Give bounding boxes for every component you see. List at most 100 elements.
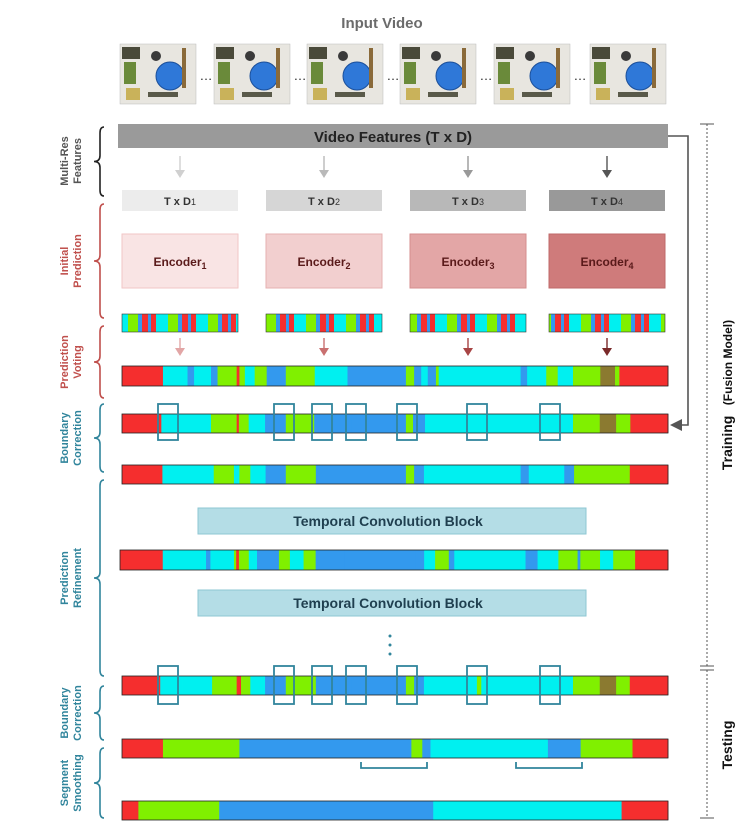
train-boundary-box — [345, 403, 367, 441]
return-arrow-icon — [668, 135, 689, 426]
left-labels: Multi-ResFeaturesInitialPredictionPredic… — [59, 136, 84, 811]
down-arrowhead-icon — [463, 170, 473, 178]
encoder-box — [409, 233, 527, 289]
initial-prediction-strip — [548, 313, 666, 333]
vote-arrowhead-icon — [175, 348, 185, 356]
brace-boundary-correction — [93, 403, 105, 473]
continuation-dots — [388, 634, 392, 656]
brace-prediction-refinement — [93, 479, 105, 677]
boundary-boxes — [157, 403, 561, 705]
brace-initial-prediction — [93, 203, 105, 319]
train-boundary-box — [157, 403, 179, 441]
ellipsis-icon: … — [200, 68, 213, 83]
down-arrowhead-icon — [602, 170, 612, 178]
train-test-bracket — [700, 123, 714, 819]
vote-arrowhead-icon — [463, 348, 473, 356]
train-boundary-box — [539, 403, 561, 441]
voted-prediction-strip — [121, 365, 669, 387]
refinement-input-strip — [121, 464, 669, 485]
ellipsis-icon: … — [574, 68, 587, 83]
left-label: Multi-ResFeatures — [59, 136, 84, 186]
svg-text:Training (Fusion Model): Training (Fusion Model) — [719, 320, 736, 470]
resolution-label: T x D1 — [164, 196, 196, 208]
refined-prediction-strip — [119, 549, 669, 571]
left-label: PredictionRefinement — [59, 548, 84, 608]
vote-arrowhead-icon — [602, 348, 612, 356]
multi-res-columns: T x D1 Encoder1 T x D2 Encoder2 T x D3 Encode… — [121, 156, 666, 356]
brace-segment-smoothing — [93, 747, 105, 819]
training-label: Training (Fusion Model) — [719, 320, 736, 470]
smoothing-bracket-1 — [360, 762, 428, 769]
video-frame-thumbnail — [306, 43, 384, 105]
test-boundary-box — [396, 665, 418, 705]
final-prediction-strip — [121, 800, 669, 821]
boundary-corrected-strip-1 — [121, 413, 669, 434]
left-label: BoundaryCorrection — [59, 410, 84, 466]
left-label: InitialPrediction — [59, 234, 84, 288]
resolution-label: T x D2 — [308, 196, 340, 208]
test-boundary-box — [311, 665, 333, 705]
temporal-conv-block-1: Temporal Convolution Block — [197, 507, 587, 535]
video-frame-thumbnail — [119, 43, 197, 105]
left-label: SegmentSmoothing — [59, 754, 84, 811]
ellipsis-icon: … — [294, 68, 307, 83]
train-boundary-box — [396, 403, 418, 441]
encoder-box — [121, 233, 239, 289]
video-features-bar: Video Features (T x D) — [118, 124, 668, 148]
brace-prediction-voting — [93, 325, 105, 399]
vote-arrowhead-icon — [319, 348, 329, 356]
resolution-label: T x D4 — [591, 196, 623, 208]
fusion-model-word: (Fusion Model) — [721, 320, 735, 405]
return-arrowhead-icon — [670, 419, 682, 431]
video-frame-thumbnail — [213, 43, 291, 105]
test-boundary-box — [157, 665, 179, 705]
resolution-bar — [122, 190, 238, 211]
video-frame-thumbnail — [399, 43, 477, 105]
video-frames-row: … … … … … — [119, 43, 667, 105]
temporal-conv-label-2: Temporal Convolution Block — [293, 595, 483, 611]
encoder-box — [548, 233, 666, 289]
resolution-bar — [410, 190, 526, 211]
resolution-bar — [549, 190, 665, 211]
prediction-strips — [119, 365, 669, 821]
testing-label: Testing — [719, 721, 735, 770]
test-boundary-box — [273, 665, 295, 705]
left-label: BoundaryCorrection — [59, 685, 84, 741]
left-braces — [93, 126, 105, 819]
input-video-title: Input Video — [341, 15, 422, 32]
train-boundary-box — [273, 403, 295, 441]
encoder-label: Encoder1 — [153, 255, 206, 271]
resolution-bar — [266, 190, 382, 211]
encoder-box — [265, 233, 383, 289]
test-boundary-box — [466, 665, 488, 705]
down-arrowhead-icon — [319, 170, 329, 178]
train-boundary-box — [466, 403, 488, 441]
video-frame-thumbnail — [589, 43, 667, 105]
smoothing-bracket-2 — [515, 762, 583, 769]
test-boundary-box — [345, 665, 367, 705]
temporal-conv-block-2: Temporal Convolution Block — [197, 589, 587, 617]
ellipsis-icon: … — [387, 68, 400, 83]
training-word: Training — [719, 416, 735, 470]
initial-prediction-strip — [409, 313, 527, 333]
encoder-label: Encoder2 — [297, 255, 350, 271]
encoder-label: Encoder4 — [580, 255, 633, 271]
video-features-label: Video Features (T x D) — [314, 129, 472, 146]
ellipsis-icon: … — [480, 68, 493, 83]
temporal-conv-label-1: Temporal Convolution Block — [293, 513, 483, 529]
encoder-label: Encoder3 — [441, 255, 494, 271]
resolution-label: T x D3 — [452, 196, 484, 208]
train-boundary-box — [311, 403, 333, 441]
test-boundary-box — [539, 665, 561, 705]
brace-test-boundary-correction — [93, 685, 105, 741]
initial-prediction-strip — [121, 313, 239, 333]
initial-prediction-strip — [265, 313, 383, 333]
video-frame-thumbnail — [493, 43, 571, 105]
smoothing-input-strip — [121, 738, 669, 759]
brace-multi-res — [93, 126, 105, 197]
left-label: PredictionVoting — [59, 335, 84, 389]
down-arrowhead-icon — [175, 170, 185, 178]
test-boundary-corrected-strip — [121, 675, 669, 696]
